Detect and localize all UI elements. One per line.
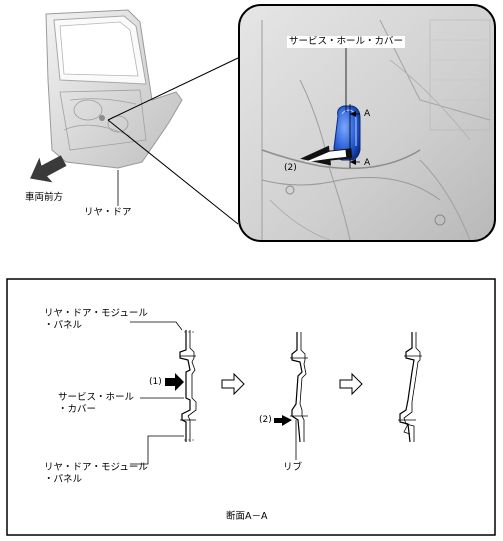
section-frame [6,278,496,536]
vehicle-front-label: 車両前方 [25,192,64,203]
pull-arrow-icon [274,415,292,426]
step2-label: (2) [259,415,272,425]
panel-top-label-line1: リヤ・ドア・モジュール [44,308,148,319]
cover-label-line2: ・カバー [58,404,97,415]
section-marker-top: A [364,109,371,119]
next-step-arrow-icon-2 [339,372,363,396]
vehicle-front-arrow-icon [30,155,67,183]
zoom-callout [238,4,496,242]
section-step1 [130,321,197,465]
rear-door-illustration [45,9,239,225]
step1-label: (1) [149,377,162,387]
push-arrow-icon [165,373,184,391]
section-step2 [290,332,308,460]
panel-top-label-line2: ・パネル [44,320,83,331]
service-hole-cover-label: サービス・ホール・カバー [287,36,406,48]
section-step3 [398,332,422,443]
rib-label: リブ [283,462,303,473]
section-title: 断面A－A [226,511,268,522]
panel-bottom-label-line1: リヤ・ドア・モジュール [44,462,148,473]
cover-label-line1: サービス・ホール [58,392,135,403]
panel-bottom-label-line2: ・パネル [44,474,83,485]
rear-door-label: リヤ・ドア [84,207,132,218]
zoom-step2-label: (2) [284,163,297,173]
next-step-arrow-icon [221,372,245,396]
section-marker-bottom: A [364,158,371,168]
